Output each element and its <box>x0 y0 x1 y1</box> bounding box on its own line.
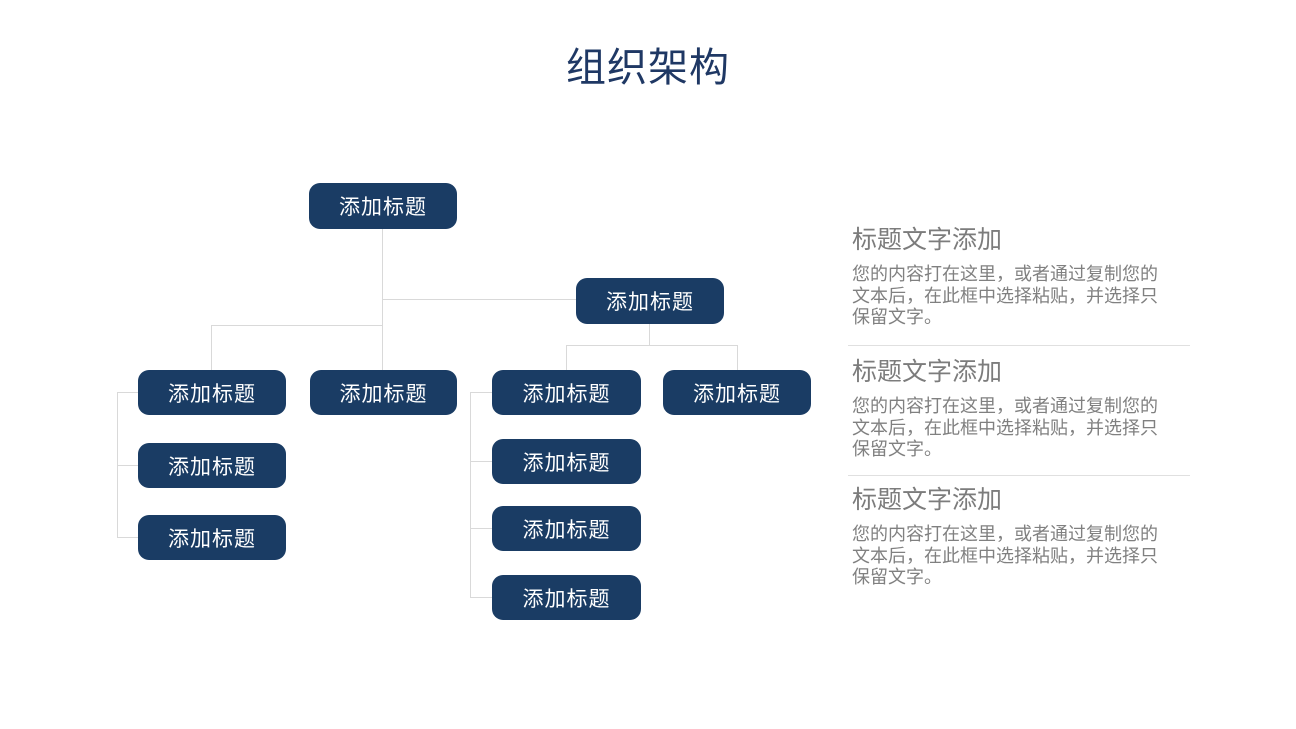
connector-line <box>470 528 492 529</box>
org-node-label: 添加标题 <box>168 382 256 406</box>
connector-line <box>117 537 139 538</box>
org-node-label: 添加标题 <box>339 382 428 406</box>
connector-line <box>117 392 139 393</box>
org-node-child-a3: 添加标题 <box>138 515 286 560</box>
org-node-label: 添加标题 <box>339 196 427 219</box>
connector-line <box>382 299 576 300</box>
page-title: 组织架构 <box>566 45 730 91</box>
connector-line <box>737 345 738 370</box>
panel-divider <box>848 475 1190 476</box>
org-node-child-b: 添加标题 <box>310 370 457 415</box>
info-panel-3: 标题文字添加 您的内容打在这里，或者通过复制您的文本后，在此框中选择粘贴，并选择… <box>852 488 1194 589</box>
org-node-label: 添加标题 <box>606 291 694 314</box>
connector-line <box>470 461 492 462</box>
org-node-child-a2: 添加标题 <box>138 443 286 488</box>
org-node-label: 添加标题 <box>168 455 256 479</box>
org-node-label: 添加标题 <box>522 451 611 475</box>
connector-line <box>211 325 212 370</box>
org-node-child-c4: 添加标题 <box>492 575 641 620</box>
org-node-root: 添加标题 <box>309 183 457 229</box>
org-node-branch: 添加标题 <box>576 278 724 324</box>
info-panel-body: 您的内容打在这里，或者通过复制您的文本后，在此框中选择粘贴，并选择只保留文字。 <box>852 524 1158 587</box>
org-node-child-c: 添加标题 <box>492 370 641 415</box>
connector-line <box>566 345 738 346</box>
info-panel-body: 您的内容打在这里，或者通过复制您的文本后，在此框中选择粘贴，并选择只保留文字。 <box>852 264 1158 327</box>
org-node-child-d: 添加标题 <box>663 370 811 415</box>
info-panel-2: 标题文字添加 您的内容打在这里，或者通过复制您的文本后，在此框中选择粘贴，并选择… <box>852 360 1194 461</box>
info-panel-heading: 标题文字添加 <box>852 358 1003 386</box>
org-node-child-c3: 添加标题 <box>492 506 641 551</box>
connector-line <box>470 392 471 598</box>
connector-line <box>470 597 492 598</box>
org-node-label: 添加标题 <box>168 527 256 551</box>
panel-divider <box>848 345 1190 346</box>
info-panel-heading: 标题文字添加 <box>852 486 1003 514</box>
connector-line <box>470 392 492 393</box>
org-node-label: 添加标题 <box>522 382 611 406</box>
connector-line <box>211 325 383 326</box>
connector-line <box>117 465 139 466</box>
org-node-child-c2: 添加标题 <box>492 439 641 484</box>
connector-line <box>649 324 650 345</box>
org-node-label: 添加标题 <box>693 382 781 406</box>
info-panel-1: 标题文字添加 您的内容打在这里，或者通过复制您的文本后，在此框中选择粘贴，并选择… <box>852 228 1194 329</box>
org-node-child-a: 添加标题 <box>138 370 286 415</box>
info-panel-heading: 标题文字添加 <box>852 226 1003 254</box>
org-node-label: 添加标题 <box>522 587 611 611</box>
org-node-label: 添加标题 <box>522 518 611 542</box>
info-panel-body: 您的内容打在这里，或者通过复制您的文本后，在此框中选择粘贴，并选择只保留文字。 <box>852 396 1158 459</box>
connector-line <box>566 345 567 370</box>
